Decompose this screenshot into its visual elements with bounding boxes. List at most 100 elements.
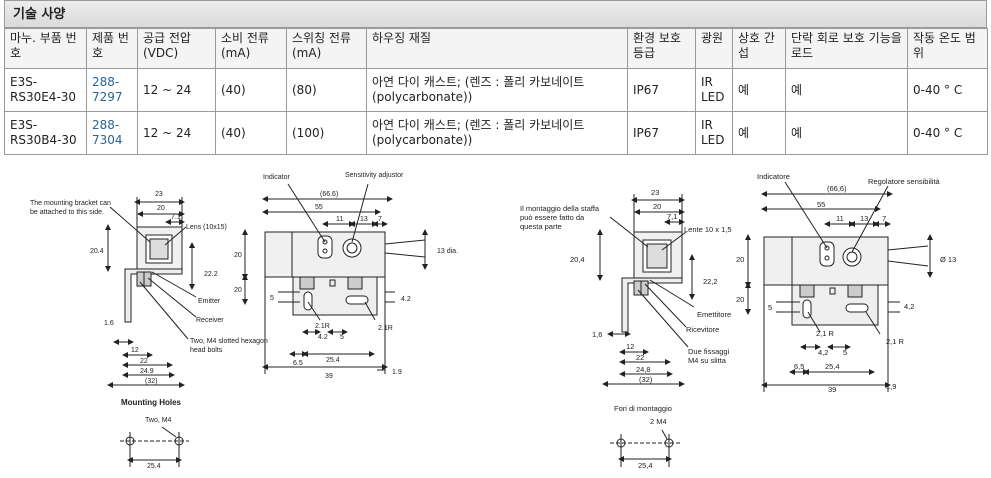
dim-66-6-it: (66,6) bbox=[827, 184, 847, 193]
dim-2-1r-b-en: 2.1R bbox=[378, 325, 393, 332]
lens-label-it: Lente 10 x 1,5 bbox=[684, 225, 732, 234]
dim-20-4-en: 20.4 bbox=[90, 248, 104, 255]
dim-11-it: 11 bbox=[836, 214, 844, 223]
cell-consumption: (40) bbox=[215, 68, 287, 112]
dim-24-8-it: 24,8 bbox=[636, 365, 651, 374]
bolts-label-en-1: Two, M4 slotted hexagon bbox=[190, 338, 268, 345]
dim-1-6-en: 1.6 bbox=[104, 320, 114, 327]
cell-short-circuit: 예 bbox=[785, 111, 908, 155]
col-switching: 스위칭 전류 (mA) bbox=[286, 28, 367, 69]
cell-mfr-part: E3S-RS30B4-30 bbox=[4, 111, 87, 155]
indicator-label-en: Indicator bbox=[263, 174, 291, 181]
indicator-label-it: Indicatore bbox=[757, 172, 790, 181]
bracket-note-en-1: The mounting bracket can bbox=[30, 200, 111, 207]
dim-22-2-it: 22,2 bbox=[703, 277, 718, 286]
dim-55-en: 55 bbox=[315, 204, 323, 211]
emitter-label-it: Emettitore bbox=[697, 310, 731, 319]
bracket-note-en-2: be attached to this side. bbox=[30, 209, 104, 216]
dim-20a-en: 20 bbox=[234, 252, 242, 259]
dim-55-it: 55 bbox=[817, 200, 825, 209]
dim-1-9-en: 1.9 bbox=[392, 369, 402, 376]
dim-11-en: 11 bbox=[336, 216, 343, 223]
cell-consumption: (40) bbox=[215, 111, 287, 155]
col-temp: 작동 온도 범위 bbox=[907, 28, 988, 69]
dim-32-en: (32) bbox=[145, 378, 157, 385]
dim-2-1r-en: 2.1R bbox=[315, 323, 330, 330]
dim-25-4b-it: 25,4 bbox=[638, 461, 653, 470]
table-row: E3S-RS30E4-30 288-7297 12 ~ 24 (40) (80)… bbox=[4, 68, 988, 112]
dim-25-4-it: 25,4 bbox=[825, 362, 840, 371]
product-link[interactable]: 288-7304 bbox=[86, 111, 138, 155]
mounting-holes-it bbox=[610, 429, 680, 467]
dim-25-4b-en: 25.4 bbox=[147, 463, 161, 470]
dim-5b-en: 5 bbox=[340, 334, 344, 341]
cell-voltage: 12 ~ 24 bbox=[137, 111, 216, 155]
dia-label-it: Ø 13 bbox=[940, 255, 956, 264]
table-header-row: 마누. 부품 번호 제품 번호 공급 전압 (VDC) 소비 전류 (mA) 스… bbox=[4, 28, 988, 69]
dim-5-en: 5 bbox=[270, 295, 274, 302]
cell-interference: 예 bbox=[732, 68, 786, 112]
dim-2-1r-b-it: 2,1 R bbox=[886, 337, 905, 346]
dim-4-2-en: 4.2 bbox=[401, 296, 411, 303]
sensitivity-label-it: Regolatore sensibilità bbox=[868, 177, 941, 186]
dim-6-5-en: 6.5 bbox=[293, 360, 303, 367]
dim-1-6-it: 1,6 bbox=[592, 330, 602, 339]
lens-label-en: Lens (10x15) bbox=[186, 224, 227, 231]
spec-title: 기술 사양 bbox=[4, 0, 987, 28]
col-housing: 하우징 재질 bbox=[366, 28, 628, 69]
dim-39-it: 39 bbox=[828, 385, 836, 394]
dim-1-9-it: 1,9 bbox=[886, 382, 896, 391]
front-view-en bbox=[242, 183, 428, 374]
mounting-holes-title-it: Fori di montaggio bbox=[614, 404, 672, 413]
side-view-en bbox=[105, 197, 197, 388]
dim-4-2b-en: 4.2 bbox=[318, 334, 328, 341]
receiver-label-en: Receiver bbox=[196, 317, 224, 324]
bolts-label-en-2: head bolts bbox=[190, 347, 223, 354]
dim-22-it: 22 bbox=[636, 353, 644, 362]
cell-light: IR LED bbox=[695, 68, 733, 112]
emitter-label-en: Emitter bbox=[198, 298, 221, 305]
dim-4-2b-it: 4,2 bbox=[818, 348, 828, 357]
dimension-drawings-svg: The mounting bracket can be attached to … bbox=[30, 172, 956, 470]
col-protection: 환경 보호 등급 bbox=[627, 28, 696, 69]
dim-25-4-en: 25.4 bbox=[326, 357, 340, 364]
bracket-note-it-3: questa parte bbox=[520, 222, 562, 231]
bracket-note-it-2: può essere fatto da bbox=[520, 213, 585, 222]
dim-13-en: 13 bbox=[360, 216, 368, 223]
col-product-no: 제품 번호 bbox=[86, 28, 138, 69]
cell-mfr-part: E3S-RS30E4-30 bbox=[4, 68, 87, 112]
dim-7-1-en: 7.1 bbox=[171, 214, 181, 221]
front-view-it bbox=[745, 181, 933, 392]
cell-light: IR LED bbox=[695, 111, 733, 155]
dim-23-it: 23 bbox=[651, 188, 659, 197]
col-voltage: 공급 전압 (VDC) bbox=[137, 28, 216, 69]
dim-20b-en: 20 bbox=[234, 287, 242, 294]
dim-20-4-it: 20,4 bbox=[570, 255, 585, 264]
two-m4-label-it: 2 M4 bbox=[650, 417, 667, 426]
dim-2-1r-it: 2,1 R bbox=[816, 329, 835, 338]
cell-switching: (80) bbox=[286, 68, 367, 112]
bolts-label-it-2: M4 su slitta bbox=[688, 356, 727, 365]
receiver-label-it: Ricevitore bbox=[686, 325, 719, 334]
cell-temp: 0-40 ° C bbox=[907, 68, 988, 112]
dim-22-en: 22 bbox=[140, 358, 148, 365]
col-consumption: 소비 전류 (mA) bbox=[215, 28, 287, 69]
drawing-en bbox=[105, 183, 428, 467]
dim-20b-it: 20 bbox=[736, 295, 744, 304]
cell-switching: (100) bbox=[286, 111, 367, 155]
dim-20a-it: 20 bbox=[736, 255, 744, 264]
cell-temp: 0-40 ° C bbox=[907, 111, 988, 155]
bolts-label-it-1: Due fissaggi bbox=[688, 347, 730, 356]
dim-39-en: 39 bbox=[325, 373, 333, 380]
product-link[interactable]: 288-7297 bbox=[86, 68, 138, 112]
dim-4-2-it: 4,2 bbox=[904, 302, 914, 311]
cell-voltage: 12 ~ 24 bbox=[137, 68, 216, 112]
dim-7-it: 7 bbox=[882, 214, 886, 223]
mounting-holes-en bbox=[120, 426, 189, 467]
labels-it: Il montaggio della staffa può essere fat… bbox=[520, 172, 956, 470]
dim-5-it: 5 bbox=[768, 303, 772, 312]
col-mfr-part: 마누. 부품 번호 bbox=[4, 28, 87, 69]
dim-24-9-en: 24.9 bbox=[140, 368, 154, 375]
dim-13-it: 13 bbox=[860, 214, 868, 223]
spec-table: 마누. 부품 번호 제품 번호 공급 전압 (VDC) 소비 전류 (mA) 스… bbox=[4, 28, 988, 155]
